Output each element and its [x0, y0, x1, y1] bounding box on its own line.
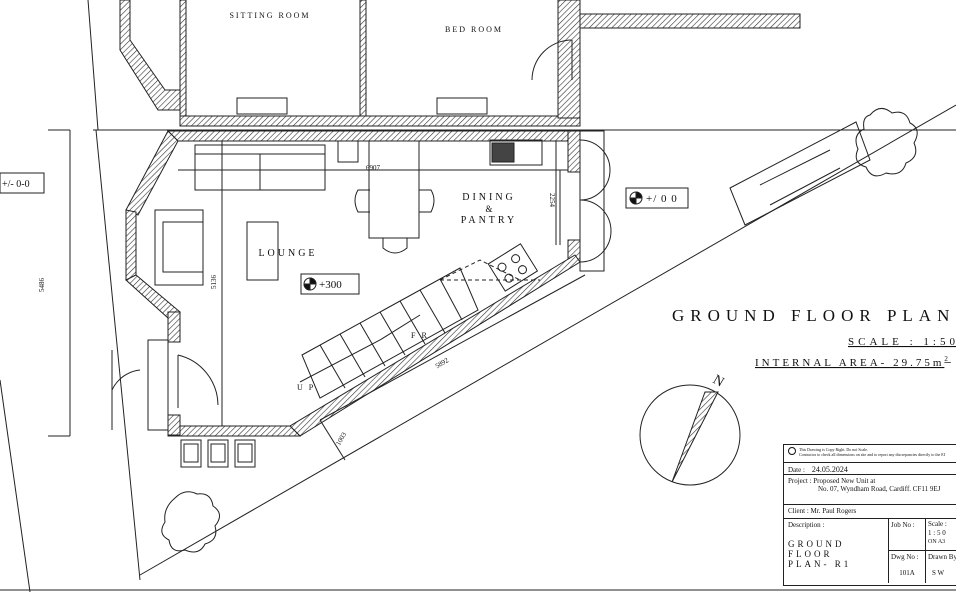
copyright-note: This Drawing is Copy Right. Do not Scale… [784, 445, 956, 463]
description: GROUND FLOOR [788, 539, 845, 559]
room-label-bed-room: BED ROOM [445, 25, 503, 34]
staircase [299, 259, 540, 399]
dimension-label: 2254 [548, 193, 556, 208]
north-label: N [710, 372, 726, 390]
tree [855, 108, 918, 177]
dimension-label: 5892 [434, 356, 451, 370]
boundary-line [95, 129, 141, 581]
client: Client : Mr. Paul Rogers [784, 505, 956, 519]
level-marker-left: +/- 0-0 [2, 179, 30, 190]
room-label-sitting-room: SITTING ROOM [229, 11, 310, 20]
title-block: This Drawing is Copy Right. Do not Scale… [783, 444, 956, 586]
bin [180, 439, 202, 468]
plan-scale: SCALE : 1:50 [848, 336, 956, 348]
stairs-up-label: U P [297, 383, 315, 392]
drawn-by: S W [932, 569, 945, 577]
fridge-label: F R [411, 331, 429, 340]
copyright-icon [788, 447, 796, 455]
dimension-label: 5486 [38, 278, 46, 293]
date-value: 24.05.2024 [811, 465, 848, 474]
boundary-line [0, 379, 31, 592]
boundary-line [139, 104, 956, 576]
scale-value: 1 : 5 0 [928, 529, 946, 537]
bin [207, 439, 229, 468]
boundary-line [87, 0, 99, 131]
bike-store [729, 121, 871, 226]
north-arrow [639, 384, 741, 486]
tree [161, 491, 220, 553]
bin [234, 439, 256, 468]
scale-paper: ON A3 [928, 539, 946, 545]
sink [489, 139, 543, 166]
drawing-number: 101A [899, 569, 915, 577]
level-marker-outside: +/ 0 0 [646, 193, 678, 205]
room-label-pantry: PANTRY [461, 215, 518, 226]
room-label-ampersand: & [485, 204, 492, 214]
level-marker-lounge: +300 [319, 279, 342, 291]
internal-area: INTERNAL AREA- 29.75m2 [755, 355, 951, 369]
dimension-label: 1003 [334, 431, 348, 448]
room-label-lounge: LOUNGE [258, 248, 317, 259]
plan-title: GROUND FLOOR PLAN [672, 306, 955, 325]
dimension-label: 6907 [366, 164, 381, 172]
dimension-label: 5136 [210, 275, 218, 290]
room-label-dining: DINING [462, 192, 516, 203]
